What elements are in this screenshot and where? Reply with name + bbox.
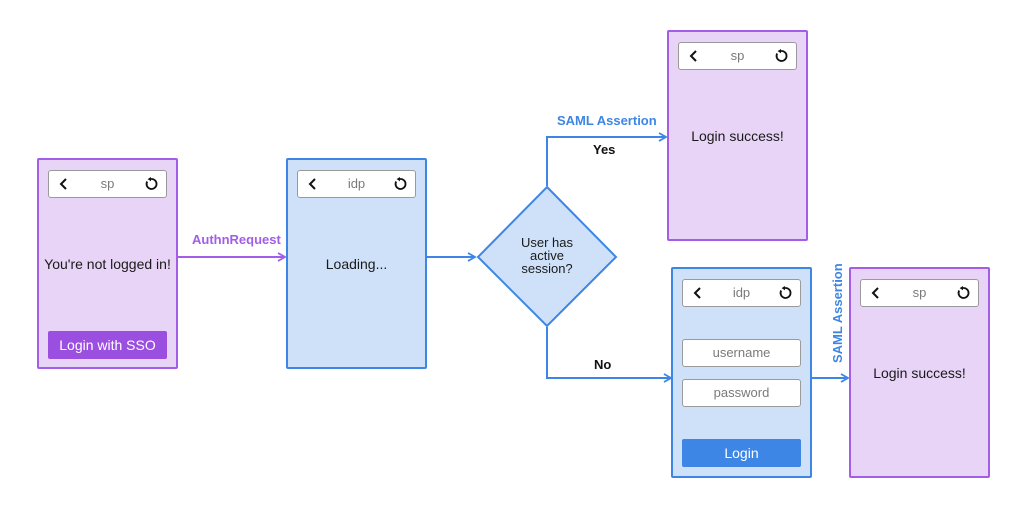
reload-icon[interactable] [774,49,788,63]
login-success-message: Login success! [691,128,784,144]
decision-label: User has active session? [500,236,594,275]
login-success-message: Login success! [873,365,966,381]
decision-line: User has [520,235,574,250]
yes-label: Yes [593,142,616,157]
reload-icon[interactable] [393,177,407,191]
address-host: sp [100,176,115,191]
sp-not-logged-in-screen: sp You're not logged in! Login with SSO [37,158,178,369]
saml-assertion-label-top: SAML Assertion [557,113,657,128]
sp-login-success-screen-top: sp Login success! [667,30,808,241]
chevron-left-icon[interactable] [691,286,705,300]
login-button[interactable]: Login [682,439,801,467]
address-host: idp [732,285,751,300]
edge-no [546,327,673,383]
chevron-left-icon[interactable] [869,286,883,300]
loading-message: Loading... [325,256,388,272]
no-label: No [594,357,612,372]
address-host: sp [730,48,745,63]
address-bar[interactable]: idp [682,279,801,307]
decision-line: active [530,248,564,263]
address-bar[interactable]: sp [48,170,167,198]
decision-line: session? [521,261,573,276]
password-field[interactable]: password [682,379,801,407]
authn-request-label: AuthnRequest [192,232,281,247]
username-field[interactable]: username [682,339,801,367]
chevron-left-icon[interactable] [57,177,71,191]
reload-icon[interactable] [778,286,792,300]
chevron-left-icon[interactable] [306,177,320,191]
address-bar[interactable]: idp [297,170,416,198]
decision-diamond [476,185,618,328]
saml-assertion-label-vertical: SAML Assertion [830,263,845,363]
address-host: idp [347,176,366,191]
edge-yes [546,132,668,186]
address-host: sp [912,285,927,300]
not-logged-in-message: You're not logged in! [44,256,171,272]
address-bar[interactable]: sp [678,42,797,70]
reload-icon[interactable] [144,177,158,191]
sp-login-success-screen-bottom: sp Login success! [849,267,990,478]
login-with-sso-button[interactable]: Login with SSO [48,331,167,359]
reload-icon[interactable] [956,286,970,300]
idp-login-screen: idp username password Login [671,267,812,478]
idp-loading-screen: idp Loading... [286,158,427,369]
address-bar[interactable]: sp [860,279,979,307]
chevron-left-icon[interactable] [687,49,701,63]
